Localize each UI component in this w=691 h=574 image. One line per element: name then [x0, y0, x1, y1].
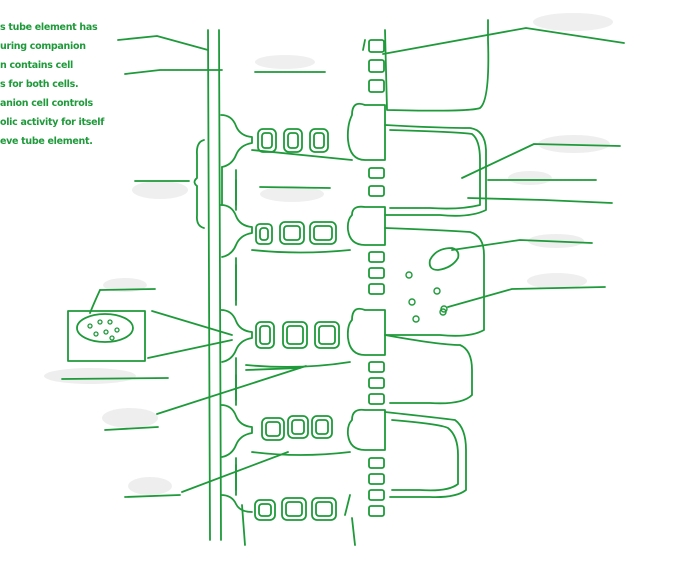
sieve-plate-pores-3: [255, 321, 340, 349]
sieve-tube-element-3: [235, 357, 351, 406]
inset-plate: [76, 313, 134, 343]
note-line-4: s for both cells.: [0, 79, 79, 90]
diagram-drawing: [61, 19, 625, 546]
note-line-5: anion cell controls: [0, 98, 93, 109]
sieve-plate-pores-1: [257, 128, 329, 153]
note-line-3: n contains cell: [0, 60, 74, 71]
mitochondria: [405, 271, 448, 323]
label-lines: [61, 27, 625, 498]
sieve-tube-inner-wall: [220, 114, 253, 168]
plasmodesmata-column: [368, 39, 385, 517]
note-line-1: s tube element has: [0, 22, 98, 33]
sieve-plate-pores-5: [254, 497, 337, 521]
companion-cells: [384, 19, 490, 112]
inset-pores: [87, 319, 120, 341]
sieve-tube-element-1: [221, 149, 353, 206]
outer-cell-wall-left-inner: [218, 29, 222, 541]
sieve-plate-pores-4: [261, 415, 333, 441]
note-line-7: eve tube element.: [0, 136, 93, 147]
bracket: [193, 139, 205, 229]
note-line-6: olic activity for itself: [0, 117, 105, 128]
note-line-2: uring companion: [0, 41, 86, 52]
inset-box: [67, 310, 146, 362]
nucleus: [428, 247, 460, 271]
outer-cell-wall-left: [207, 29, 211, 541]
sieve-tube-element-4: [235, 451, 351, 496]
sieve-tube-element-2: [235, 249, 351, 306]
sieve-plate-pores-2: [255, 221, 337, 245]
annotation-note: s tube element has uring companion n con…: [0, 18, 140, 151]
sieve-tube-right-wall: [346, 39, 386, 161]
